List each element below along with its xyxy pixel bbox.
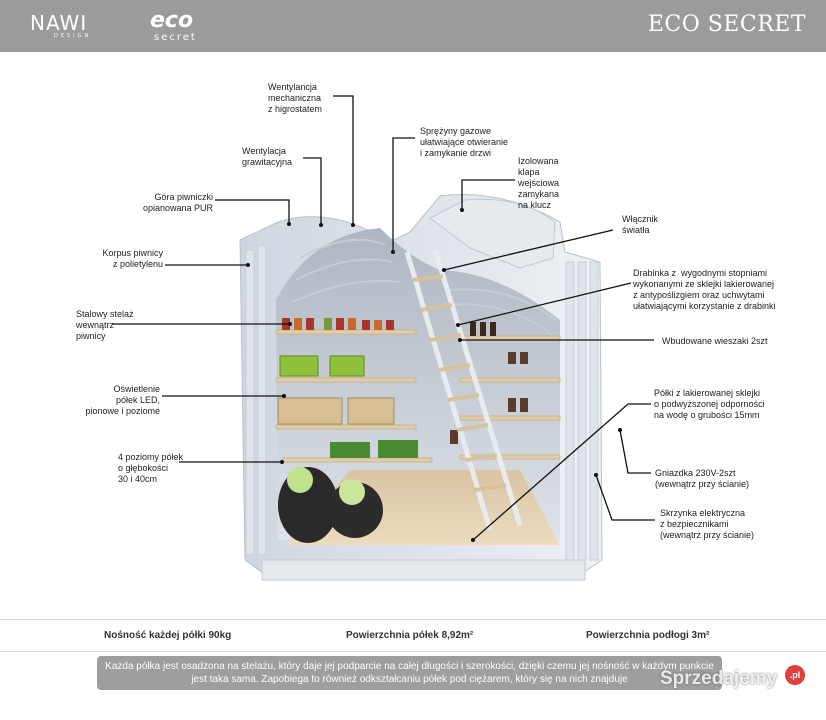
label-wentylacja-mechaniczna: Wentylancja mechaniczna z higrostatem — [268, 82, 323, 114]
divider-bottom — [0, 651, 826, 652]
label-drabinka: Drabinka z wygodnymi stopniami wykonanym… — [633, 268, 776, 311]
feature-powierzchnia-polek: Powierzchnia półek 8,92m² — [346, 630, 474, 641]
baskets — [277, 355, 418, 458]
label-skrzynka: Skrzynka elektryczna z bezpiecznikami (w… — [660, 508, 755, 540]
sacks — [278, 467, 383, 543]
ladder — [404, 249, 523, 531]
label-stelaz: Stalowy stelaż wewnątrz piwnicy — [76, 309, 134, 341]
info-note: Każda półka jest osadzona na stelażu, kt… — [97, 656, 722, 690]
label-oswietlenie: Oświetlenie półek LED, pionowe i poziome — [85, 384, 160, 416]
label-klapa: Izolowana klapa wejściowa zamykana na kl… — [518, 156, 560, 210]
shelves — [275, 329, 561, 463]
page-title: ECO SECRET — [647, 12, 806, 37]
ribs — [291, 238, 557, 339]
leader-lines — [112, 95, 655, 541]
eco-logo-text: eco — [150, 8, 194, 33]
eco-secret-logo: eco secret — [150, 8, 195, 43]
watermark-text: Sprzedajemy — [660, 668, 778, 689]
label-gora: Góra piwniczki opianowana PUR — [142, 192, 213, 213]
label-korpus: Korpus piwnicy z polietylenu — [102, 248, 163, 269]
cellar-base — [261, 559, 586, 581]
label-poziomy-polek: 4 poziomy półek o głębokości 30 i 40cm — [118, 452, 184, 484]
label-gniazdka: Gniazdka 230V-2szt (wewnątrz przy ściani… — [655, 468, 750, 489]
leader-dots — [246, 208, 622, 542]
eco-logo-subtext: secret — [154, 32, 197, 43]
cellar-illustration — [112, 95, 655, 581]
divider-top — [0, 619, 826, 620]
label-wlacznik: Włącznik światła — [622, 214, 659, 235]
ladder-steps — [412, 274, 507, 492]
label-sprezyny: Sprężyny gazowe ułatwiające otwieranie i… — [420, 126, 509, 158]
jars — [282, 318, 528, 444]
watermark-badge: .pl — [785, 665, 805, 685]
feature-nosnosc: Nośność każdej półki 90kg — [104, 630, 232, 641]
header-bar: NAWI DESIGN eco secret ECO SECRET — [0, 0, 826, 52]
nawi-logo-text: NAWI — [30, 11, 88, 35]
label-wentylacja-grawitacyjna: Wentylacja grawitacyjna — [242, 146, 293, 167]
label-polki-sklejki: Półki z lakierowanej sklejki o podwyższo… — [654, 388, 765, 420]
label-wieszaki: Wbudowane wieszaki 2szt — [662, 336, 768, 346]
nawi-logo: NAWI DESIGN — [30, 11, 88, 39]
nawi-logo-subtext: DESIGN — [54, 33, 92, 39]
side-ribs — [245, 244, 599, 561]
feature-powierzchnia-podlogi: Powierzchnia podłogi 3m² — [586, 630, 710, 641]
